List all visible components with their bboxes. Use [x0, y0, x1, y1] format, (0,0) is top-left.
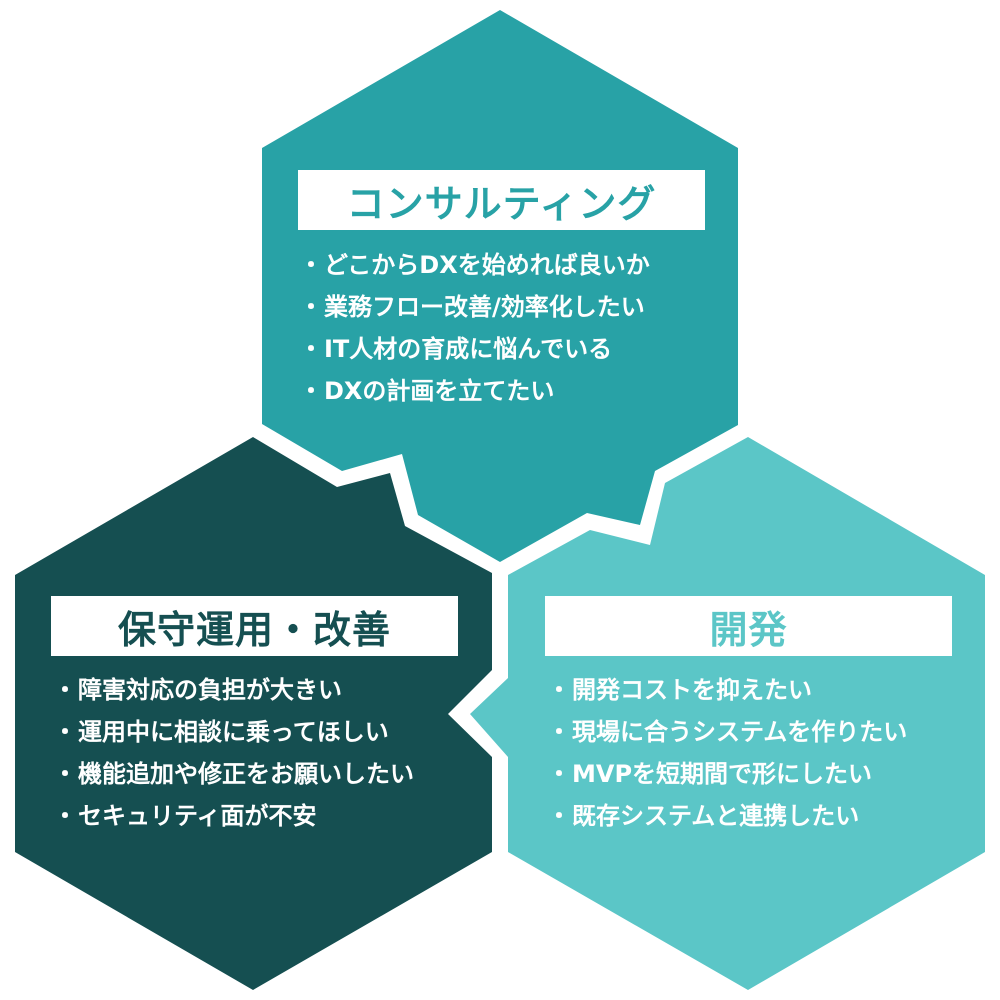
development-list: ・開発コストを抑えたい ・現場に合うシステムを作りたい ・MVPを短期間で形にし…: [546, 669, 907, 837]
list-item: ・既存システムと連携したい: [547, 802, 860, 830]
development-hexagon: [470, 437, 985, 990]
consulting-hexagon: [262, 10, 738, 562]
maintenance-title: 保守運用・改善: [51, 596, 458, 656]
list-item: ・セキュリティ面が不安: [53, 802, 317, 830]
maintenance-hexagon: [15, 437, 492, 990]
list-item: ・運用中に相談に乗ってほしい: [53, 718, 389, 746]
list-item: ・どこからDXを始めれば良いか: [299, 251, 650, 279]
list-item: ・MVPを短期間で形にしたい: [547, 760, 873, 788]
consulting-title: コンサルティング: [298, 170, 705, 230]
maintenance-list: ・障害対応の負担が大きい ・運用中に相談に乗ってほしい ・機能追加や修正をお願い…: [52, 669, 414, 837]
list-item: ・開発コストを抑えたい: [547, 676, 812, 704]
development-title: 開発: [545, 596, 952, 656]
list-item: ・現場に合うシステムを作りたい: [547, 718, 908, 746]
list-item: ・DXの計画を立てたい: [299, 377, 555, 405]
list-item: ・障害対応の負担が大きい: [53, 676, 342, 704]
consulting-list: ・どこからDXを始めれば良いか ・業務フロー改善/効率化したい ・IT人材の育成…: [298, 244, 650, 412]
list-item: ・業務フロー改善/効率化したい: [299, 293, 645, 321]
list-item: ・IT人材の育成に悩んでいる: [299, 335, 613, 363]
list-item: ・機能追加や修正をお願いしたい: [53, 760, 414, 788]
